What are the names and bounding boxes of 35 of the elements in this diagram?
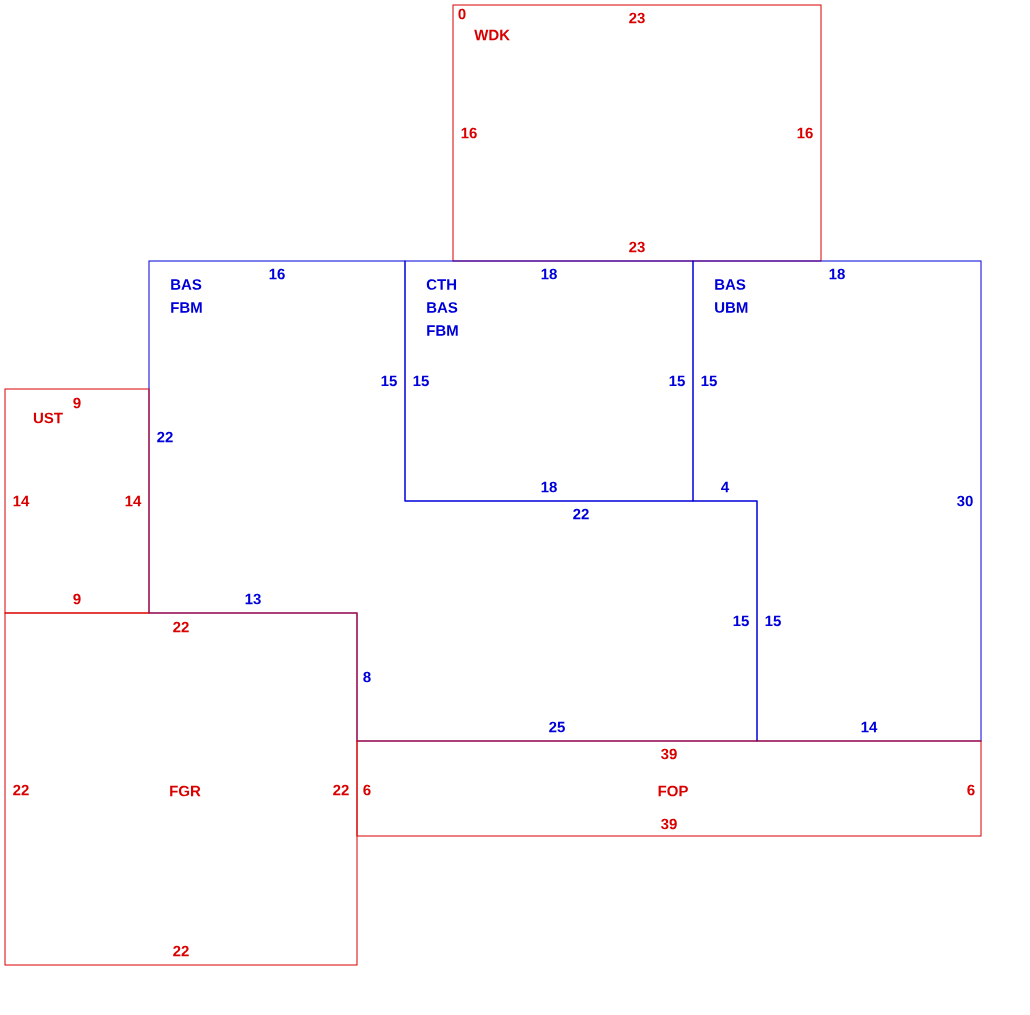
dimension-label: 23	[629, 241, 645, 253]
dimension-label: 9	[73, 593, 81, 605]
dimension-label: 14	[125, 495, 142, 507]
dimension-label: 13	[245, 593, 261, 605]
dimension-label: 15	[381, 375, 397, 387]
dimension-label: 15	[413, 375, 429, 387]
dimension-label: 18	[829, 268, 845, 280]
dimension-label: 14	[13, 495, 30, 507]
dimension-label: 15	[701, 375, 717, 387]
dimension-label: 6	[363, 784, 371, 796]
dimension-label: 15	[733, 615, 749, 627]
dimension-label: 22	[13, 784, 29, 796]
dimension-label: 15	[765, 615, 781, 627]
dimension-label: 0	[458, 8, 466, 20]
dimension-label: 16	[461, 127, 477, 139]
dimension-label: 8	[363, 671, 371, 683]
dimension-label: 4	[721, 481, 730, 493]
dimension-label: 25	[549, 721, 565, 733]
dimension-label: 22	[173, 945, 189, 957]
dimension-label: 15	[669, 375, 685, 387]
dimension-label: 18	[541, 268, 557, 280]
dimension-label: 14	[861, 721, 878, 733]
dimension-label: 30	[957, 495, 973, 507]
dimension-label: 39	[661, 748, 677, 760]
dimension-label: 18	[541, 481, 557, 493]
dimension-label: 6	[967, 784, 975, 796]
dimension-label: 9	[73, 397, 81, 409]
dimension-label: 22	[173, 621, 189, 633]
dimension-label: 16	[269, 268, 285, 280]
dimension-label: 23	[629, 12, 645, 24]
dimension-label: 39	[661, 818, 677, 830]
dimension-label: 22	[157, 431, 173, 443]
dimension-label: 22	[333, 784, 349, 796]
dimension-label: 22	[573, 508, 589, 520]
dimension-label: 16	[797, 127, 813, 139]
